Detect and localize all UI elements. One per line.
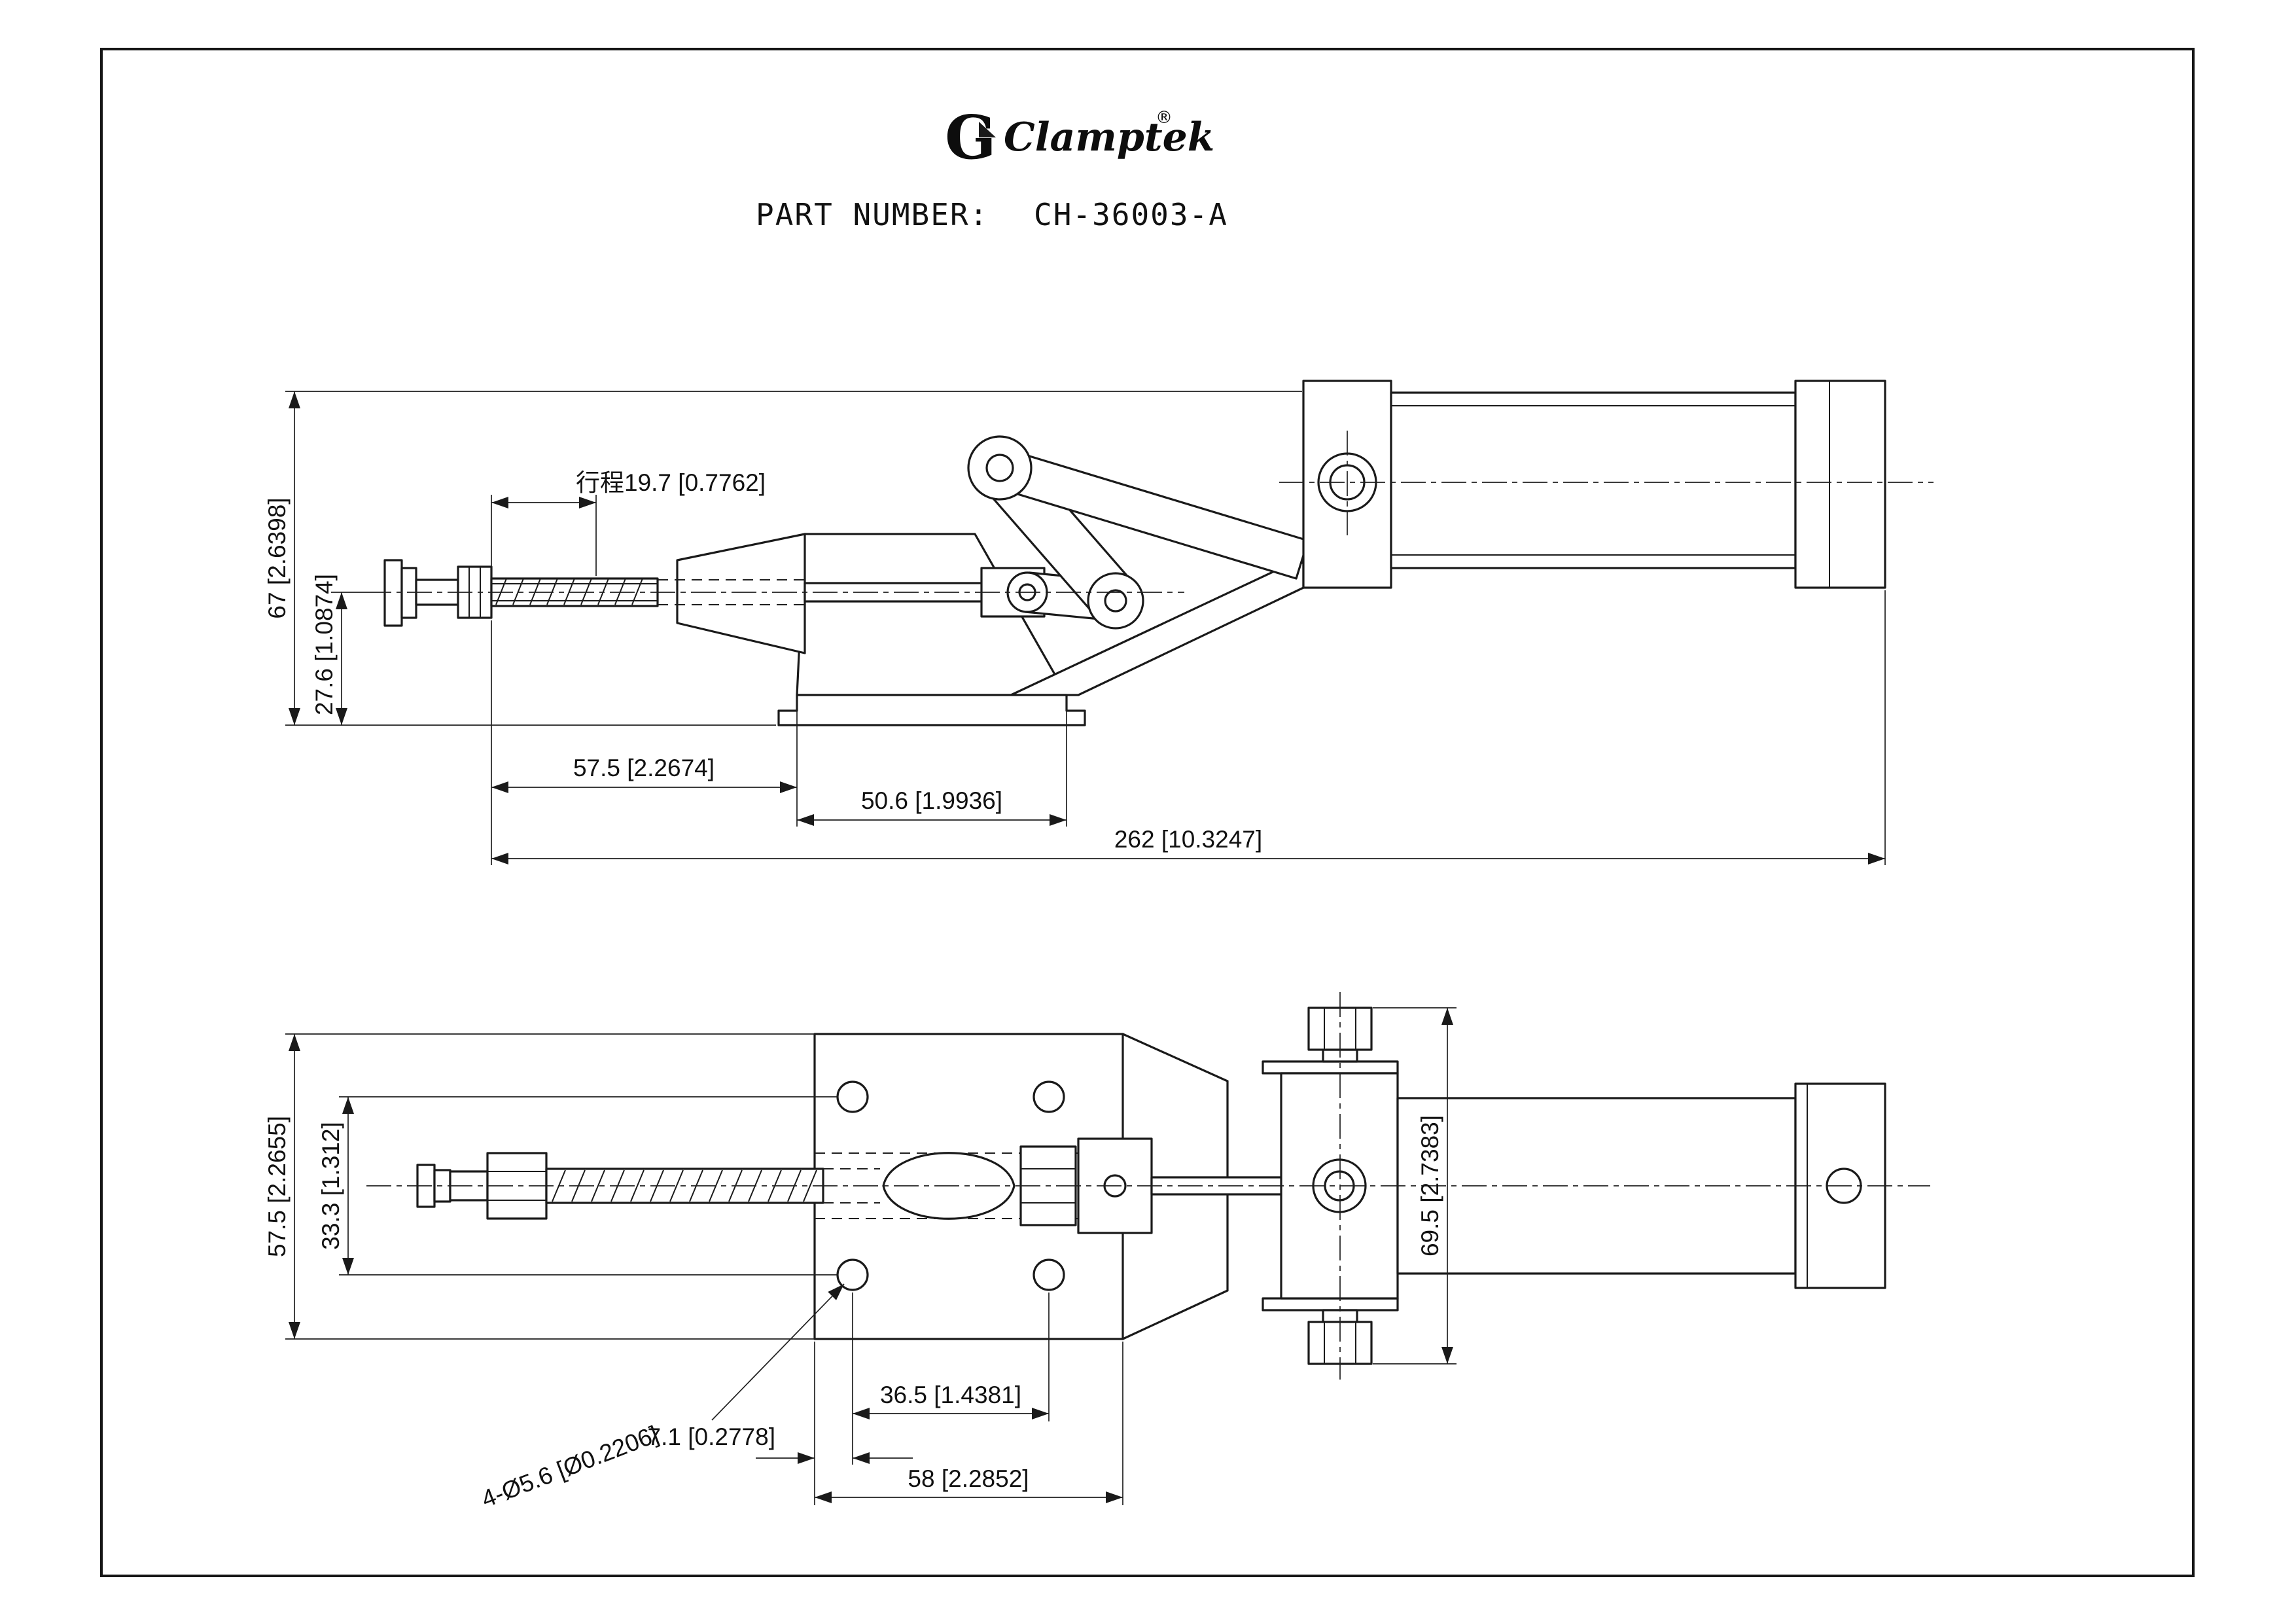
cylinder-tube <box>1390 391 1797 569</box>
front-view: 行程19.7 [0.7762] 67 [2.6398] 27.6 [1.0874… <box>264 380 1934 865</box>
brand-name: Clamptek <box>1004 115 1214 160</box>
dim-length-58: 58 [2.2852] <box>908 1465 1029 1492</box>
dim-width-33-3: 33.3 [1.312] <box>317 1122 344 1249</box>
dim-height-67: 67 [2.6398] <box>264 497 291 618</box>
drawing-border <box>100 48 2195 1577</box>
dim-height-27-6: 27.6 [1.0874] <box>311 574 338 715</box>
top-view-centerlines <box>366 992 1930 1380</box>
dim-length-57-5: 57.5 [2.2674] <box>573 755 715 781</box>
mounting-hole <box>1033 1258 1065 1291</box>
mounting-hole <box>1033 1080 1065 1113</box>
clamptek-logo-triangle-icon <box>979 122 996 137</box>
front-view-centerlines <box>366 431 1934 593</box>
part-number-value: CH-36003-A <box>1034 197 1228 232</box>
dim-length-50-6: 50.6 [1.9936] <box>861 787 1002 814</box>
front-view-cylinder <box>1302 380 1886 589</box>
dim-offset-7-1: 7.1 [0.2778] <box>648 1423 775 1450</box>
dim-hole-spacing-36-5: 36.5 [1.4381] <box>880 1382 1021 1408</box>
mounting-hole <box>836 1080 869 1113</box>
front-view-body <box>676 533 1305 726</box>
registered-trademark: ® <box>1156 108 1173 128</box>
front-view-dimensions: 行程19.7 [0.7762] 67 [2.6398] 27.6 [1.0874… <box>264 391 1886 865</box>
part-number-label: PART NUMBER: <box>756 197 989 232</box>
clamptek-logo: G Clamptek ® <box>945 102 1214 173</box>
dim-width-57-5: 57.5 [2.2655] <box>264 1116 291 1257</box>
dim-length-262: 262 [10.3247] <box>1114 826 1262 853</box>
cylinder-end-cap <box>1794 380 1886 589</box>
dim-height-69-5: 69.5 [2.7383] <box>1417 1115 1443 1257</box>
top-view-mounting-holes <box>836 1080 1065 1291</box>
title-block: G Clamptek ® PART NUMBER: CH-36003-A <box>756 102 1228 232</box>
dim-stroke-length: 行程19.7 [0.7762] <box>576 469 766 496</box>
